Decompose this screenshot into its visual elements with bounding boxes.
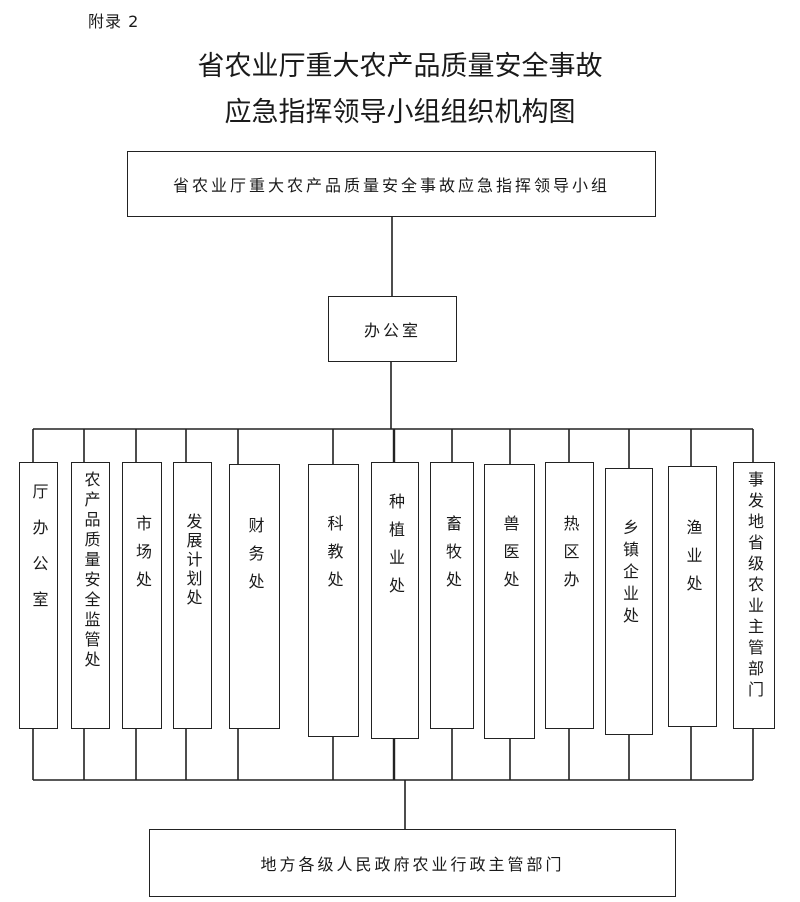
dept-label: 渔业处 <box>683 519 703 603</box>
dept-box-1: 厅办公室 <box>19 462 58 729</box>
dept-box-12: 渔业处 <box>668 466 717 727</box>
dept-box-5: 财务处 <box>229 464 280 729</box>
dept-label: 厅办公室 <box>29 483 49 627</box>
dept-box-6: 科教处 <box>308 464 359 737</box>
dept-box-8: 畜牧处 <box>430 462 474 729</box>
dept-box-11: 乡镇企业处 <box>605 468 653 735</box>
leadership-group-box: 省农业厅重大农产品质量安全事故应急指挥领导小组 <box>127 151 656 217</box>
dept-label: 科教处 <box>324 515 344 599</box>
dept-label: 财务处 <box>245 517 265 601</box>
dept-box-10: 热区办 <box>545 462 594 729</box>
page-title-line-1: 省农业厅重大农产品质量安全事故 <box>197 51 603 82</box>
dept-label: 热区办 <box>560 515 580 599</box>
dept-box-2: 农产品质量安全监管处 <box>71 462 110 729</box>
local-government-box: 地方各级人民政府农业行政主管部门 <box>149 829 676 897</box>
dept-label: 畜牧处 <box>443 515 462 599</box>
dept-box-7: 种植业处 <box>371 462 419 739</box>
dept-box-3: 市场处 <box>122 462 162 729</box>
office-box: 办公室 <box>328 296 457 362</box>
dept-label: 事发地省级农业主管部门 <box>745 471 764 702</box>
dept-label: 市场处 <box>133 515 152 599</box>
office-label: 办公室 <box>363 321 421 340</box>
dept-label: 农产品质量安全监管处 <box>81 471 101 671</box>
dept-label: 乡镇企业处 <box>620 519 639 629</box>
dept-box-13: 事发地省级农业主管部门 <box>733 462 775 729</box>
dept-label: 发展计划处 <box>183 513 203 608</box>
dept-box-4: 发展计划处 <box>173 462 212 729</box>
leadership-group-label: 省农业厅重大农产品质量安全事故应急指挥领导小组 <box>172 176 610 195</box>
page-title-line-2: 应急指挥领导小组组织机构图 <box>224 97 576 128</box>
dept-label: 兽医处 <box>500 515 520 599</box>
local-government-label: 地方各级人民政府农业行政主管部门 <box>260 855 565 874</box>
appendix-label: 附录 2 <box>88 12 140 31</box>
dept-label: 种植业处 <box>386 493 405 605</box>
dept-box-9: 兽医处 <box>484 464 535 739</box>
